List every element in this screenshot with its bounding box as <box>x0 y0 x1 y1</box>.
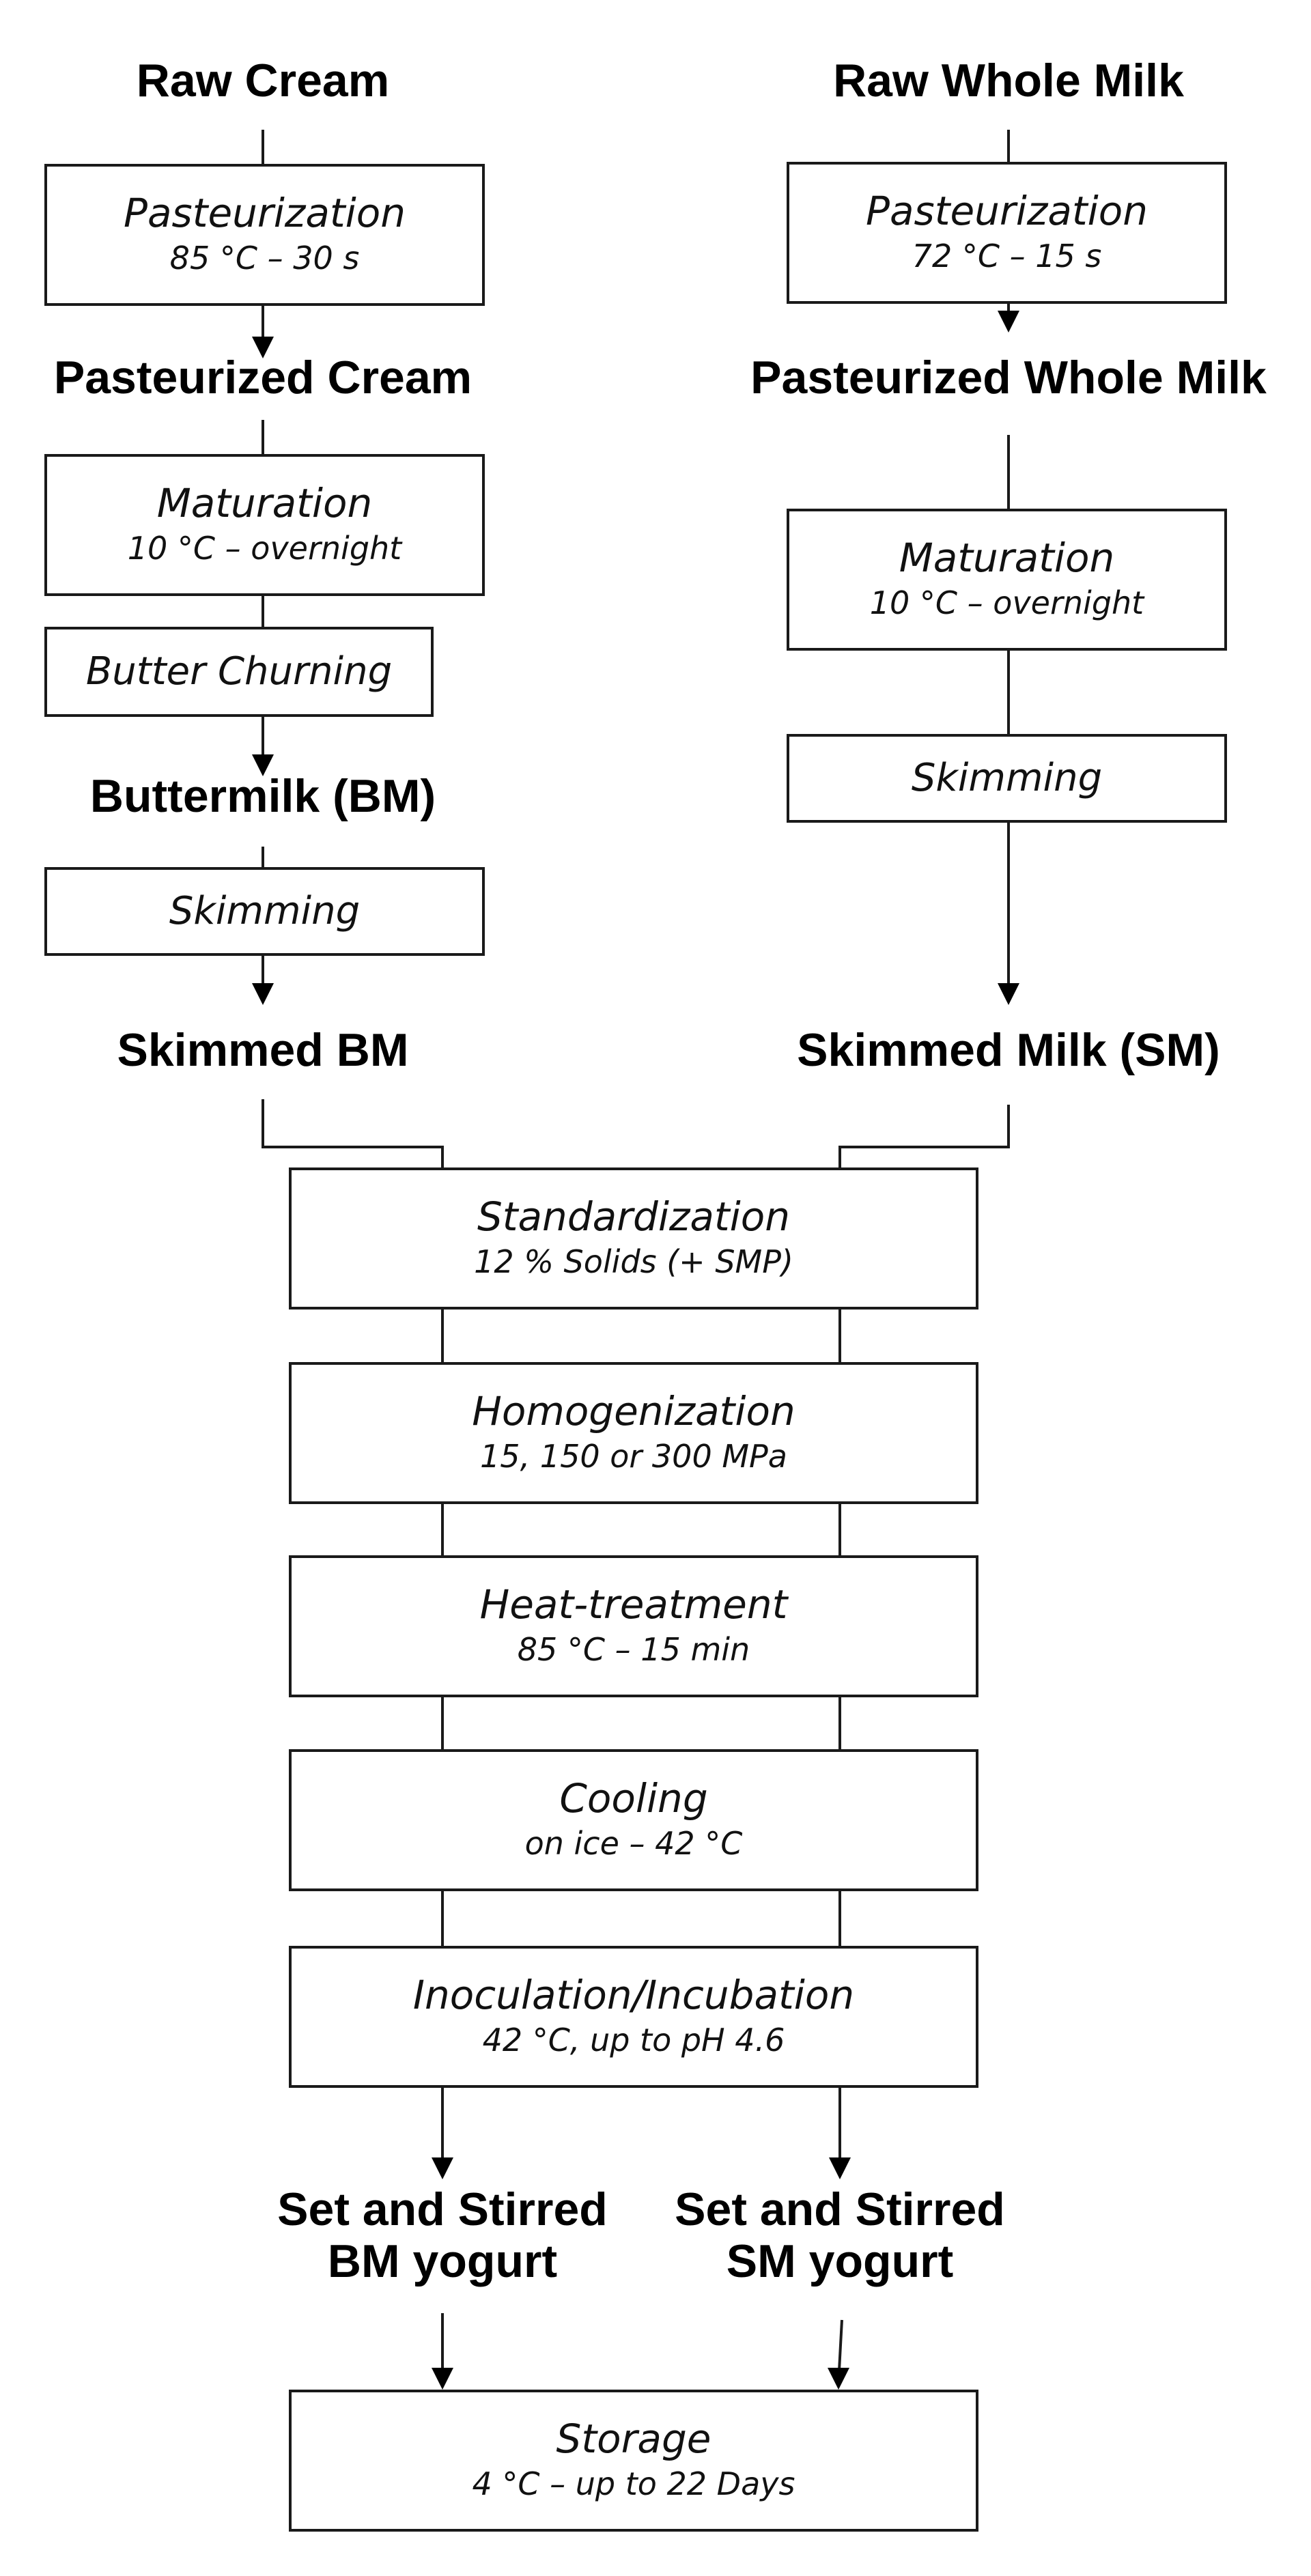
cream-pasteurization-box: Pasteurization 85 °C – 30 s <box>44 164 485 306</box>
bm-yogurt-line1: Set and Stirred <box>277 2183 608 2235</box>
butter-churning-box: Butter Churning <box>44 627 434 717</box>
step-detail: 10 °C – overnight <box>869 584 1144 622</box>
step-title: Skimming <box>911 755 1103 800</box>
milk-maturation-box: Maturation 10 °C – overnight <box>787 509 1227 651</box>
step-title: Inoculation/Incubation <box>412 1971 855 2018</box>
arrowhead <box>828 2368 849 2390</box>
raw-cream-label: Raw Cream <box>136 55 390 107</box>
bm-skimming-box: Skimming <box>44 867 485 956</box>
step-title: Storage <box>556 2415 711 2462</box>
step-title: Skimming <box>169 888 361 933</box>
step-detail: 42 °C, up to pH 4.6 <box>482 2022 785 2059</box>
arrowhead <box>432 2368 453 2390</box>
arrowhead <box>829 2157 851 2179</box>
bm-yogurt-label: Set and Stirred BM yogurt <box>238 2183 647 2287</box>
milk-skimming-box: Skimming <box>787 734 1227 823</box>
standardization-box: Standardization 12 % Solids (+ SMP) <box>289 1167 978 1310</box>
arrowhead <box>252 754 274 776</box>
arrowheads <box>252 311 1019 2390</box>
step-detail: 72 °C – 15 s <box>912 238 1102 275</box>
storage-box: Storage 4 °C – up to 22 Days <box>289 2390 978 2532</box>
arrowhead <box>252 337 274 358</box>
step-title: Butter Churning <box>85 649 393 694</box>
step-title: Maturation <box>156 479 373 526</box>
step-detail: 10 °C – overnight <box>127 530 402 567</box>
raw-whole-milk-label: Raw Whole Milk <box>833 55 1184 107</box>
step-title: Heat-treatment <box>479 1581 788 1628</box>
sm-yogurt-label: Set and Stirred SM yogurt <box>635 2183 1045 2287</box>
arrowhead <box>998 311 1019 332</box>
cream-maturation-box: Maturation 10 °C – overnight <box>44 454 485 596</box>
step-detail: 4 °C – up to 22 Days <box>472 2465 795 2503</box>
step-detail: 85 °C – 30 s <box>169 240 360 277</box>
step-detail: 85 °C – 15 min <box>517 1631 750 1669</box>
homogenization-box: Homogenization 15, 150 or 300 MPa <box>289 1362 978 1504</box>
step-title: Cooling <box>559 1774 708 1822</box>
skimmed-bm-label: Skimmed BM <box>117 1024 409 1076</box>
step-title: Homogenization <box>472 1387 795 1434</box>
step-detail: 12 % Solids (+ SMP) <box>474 1243 793 1281</box>
step-detail: 15, 150 or 300 MPa <box>480 1438 787 1475</box>
buttermilk-label: Buttermilk (BM) <box>89 770 436 822</box>
step-detail: on ice – 42 °C <box>524 1825 743 1863</box>
arrowhead <box>998 983 1019 1005</box>
pasteurized-whole-milk-label: Pasteurized Whole Milk <box>750 352 1267 404</box>
sm-yogurt-line1: Set and Stirred <box>675 2183 1005 2235</box>
sm-yogurt-line2: SM yogurt <box>726 2235 954 2288</box>
inoculation-incubation-box: Inoculation/Incubation 42 °C, up to pH 4… <box>289 1946 978 2088</box>
bm-yogurt-line2: BM yogurt <box>327 2235 558 2288</box>
step-title: Pasteurization <box>866 187 1148 234</box>
step-title: Pasteurization <box>124 189 406 236</box>
milk-pasteurization-box: Pasteurization 72 °C – 15 s <box>787 162 1227 304</box>
skimmed-milk-label: Skimmed Milk (SM) <box>797 1024 1220 1076</box>
arrowhead <box>432 2157 453 2179</box>
heat-treatment-box: Heat-treatment 85 °C – 15 min <box>289 1555 978 1697</box>
merge-connector-left <box>262 1099 444 1169</box>
pasteurized-cream-label: Pasteurized Cream <box>53 352 473 404</box>
arrowhead <box>252 983 274 1005</box>
cooling-box: Cooling on ice – 42 °C <box>289 1749 978 1891</box>
step-title: Maturation <box>899 534 1115 581</box>
merge-connector-right <box>838 1105 1010 1169</box>
step-title: Standardization <box>477 1193 791 1240</box>
